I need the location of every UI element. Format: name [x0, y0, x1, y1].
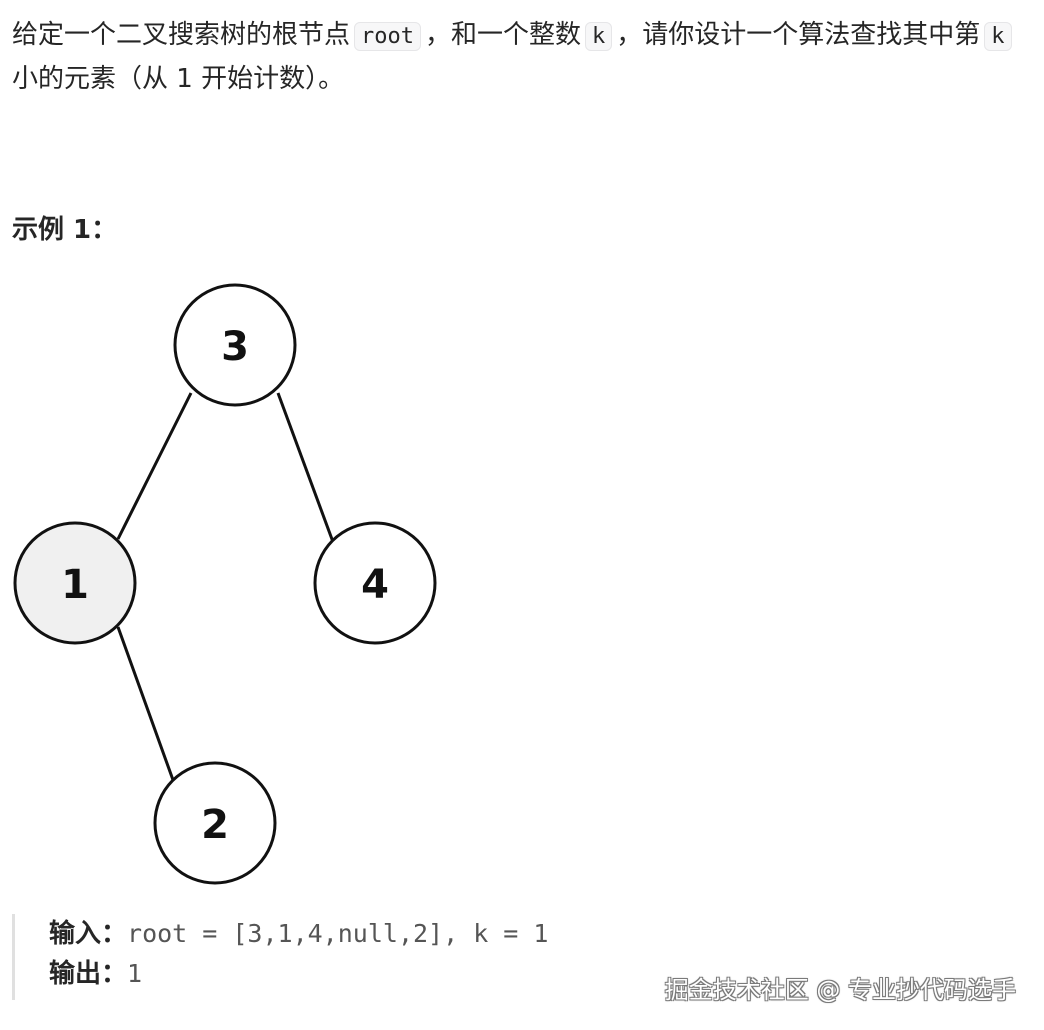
output-value: 1: [127, 959, 143, 988]
desc-text-1: 给定一个二叉搜索树的根节点: [12, 20, 351, 50]
code-k-second: k: [984, 22, 1012, 51]
tree-node-label: 4: [361, 562, 389, 608]
desc-text-4: 小的元素（从 1 开始计数）。: [12, 64, 345, 94]
tree-node-label: 3: [221, 324, 249, 370]
code-root: root: [354, 22, 421, 51]
example-io-block: 输入：root = [3,1,4,null,2], k = 1 输出：1: [12, 914, 772, 1000]
desc-text-2: ，和一个整数: [425, 20, 582, 50]
tree-node-1: 1: [13, 521, 137, 645]
edge-1-2: [116, 626, 175, 781]
input-value: root = [3,1,4,null,2], k = 1: [127, 919, 549, 948]
input-label: 输入：: [49, 919, 128, 949]
desc-text-3: ，请你设计一个算法查找其中第: [616, 20, 981, 50]
binary-tree-diagram: 3 1 4 2: [13, 283, 437, 885]
input-line: 输入：root = [3,1,4,null,2], k = 1: [49, 914, 772, 954]
edge-3-1: [116, 392, 193, 540]
edge-3-4: [276, 392, 335, 543]
example-heading: 示例 1：: [12, 215, 118, 245]
tree-node-4: 4: [313, 521, 437, 645]
tree-node-label: 1: [61, 562, 89, 608]
output-label: 输出：: [49, 959, 128, 989]
output-line: 输出：1: [49, 954, 772, 994]
code-k: k: [585, 22, 613, 51]
watermark: 掘金技术社区 @ 专业抄代码选手: [664, 976, 1016, 1004]
tree-node-label: 2: [201, 802, 229, 848]
tree-node-2: 2: [153, 761, 277, 885]
tree-node-3: 3: [173, 283, 297, 407]
